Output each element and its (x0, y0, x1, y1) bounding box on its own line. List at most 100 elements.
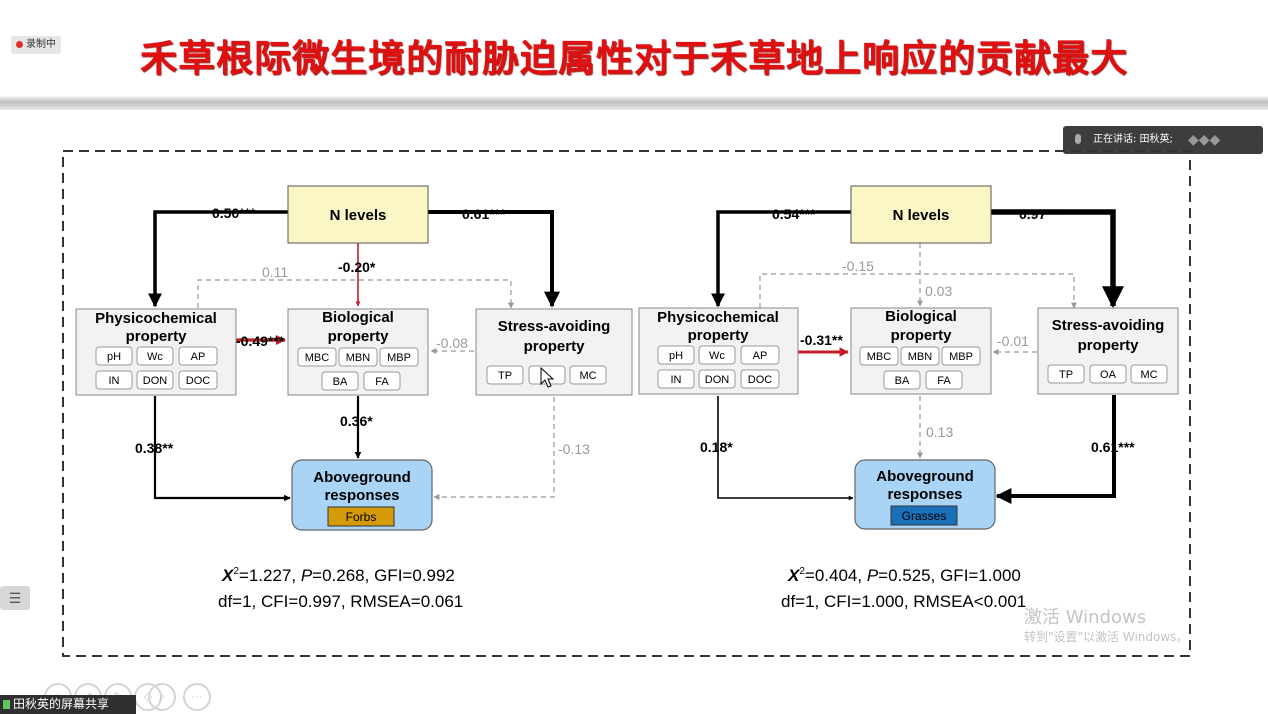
bio-title-1: Biological (322, 309, 394, 326)
var-chip (136, 346, 174, 366)
path-physico-resp (153, 396, 291, 502)
var-tp: TP (498, 370, 512, 382)
var-chip (941, 346, 981, 366)
more-icon[interactable]: ··· (183, 683, 211, 711)
var-chip (363, 371, 401, 391)
n-levels-box (287, 185, 429, 244)
p-value: =0.525, GFI=1.000 (878, 566, 1021, 585)
var-don: DON (705, 374, 730, 386)
p-value: =0.268, GFI=0.992 (312, 566, 455, 585)
var-chip (657, 369, 695, 389)
path-physico-resp (717, 396, 854, 501)
var-chip (925, 370, 963, 390)
forbs-tag-label: Forbs (346, 510, 377, 524)
chi-symbol: X (787, 566, 801, 585)
response-title-2: responses (887, 486, 962, 503)
title-divider (0, 96, 1268, 110)
path-stress-resp (995, 395, 1116, 504)
var-don: DON (143, 375, 168, 387)
coef-physico-stress: 0.11 (262, 264, 288, 280)
response-box (854, 459, 996, 530)
speaker-label: 正在讲话: 田秋英; (1093, 134, 1173, 145)
var-fa: FA (375, 376, 389, 388)
var-chip (657, 345, 695, 365)
var-mbn: MBN (346, 352, 371, 364)
physico-title-2: property (688, 327, 750, 344)
var-mc: MC (1140, 369, 1157, 381)
coef-physico-bio: -0.49*** (236, 333, 285, 349)
var-chip (859, 346, 899, 366)
n-levels-box (850, 185, 992, 244)
var-in: IN (671, 374, 682, 386)
path-physico-stress (197, 279, 514, 309)
coef-physico-stress: -0.15 (842, 258, 874, 274)
var-doc: DOC (748, 374, 773, 386)
var-chip (569, 365, 607, 385)
p-symbol: P (301, 566, 313, 585)
path-stress-resp (433, 397, 555, 500)
share-icon (3, 700, 10, 709)
coef-n-bio: 0.03 (925, 283, 952, 299)
stress-title-1: Stress-avoiding (1052, 317, 1165, 334)
var-chip (178, 346, 218, 366)
fit-stats-line2: df=1, CFI=1.000, RMSEA<0.001 (781, 592, 1026, 611)
var-mbn: MBN (908, 351, 933, 363)
chi-sup: 2 (799, 566, 805, 577)
right-model: N levels Physicochemical property pH Wc … (638, 185, 1179, 611)
var-chip (740, 345, 780, 365)
var-ph: pH (669, 350, 683, 362)
n-levels-label: N levels (893, 207, 950, 224)
fit-stats-line2: df=1, CFI=0.997, RMSEA=0.061 (218, 592, 463, 611)
var-mc: MC (579, 370, 596, 382)
chi-value: =0.404, (805, 566, 867, 585)
chi-sup: 2 (233, 566, 239, 577)
coef-stress-bio: -0.08 (436, 335, 468, 351)
list-icon[interactable]: ☰ (0, 586, 30, 610)
var-chip (698, 345, 736, 365)
bio-title-1: Biological (885, 308, 957, 325)
var-chip (900, 346, 940, 366)
grasses-tag-label: Grasses (902, 509, 947, 523)
stress-title-2: property (524, 338, 586, 355)
response-title-2: responses (324, 487, 399, 504)
stress-title-1: Stress-avoiding (498, 318, 611, 335)
var-doc: DOC (186, 375, 211, 387)
p-symbol: P (867, 566, 879, 585)
physico-title-1: Physicochemical (95, 310, 217, 327)
response-title-1: Aboveground (313, 469, 411, 486)
record-icon (16, 40, 23, 48)
var-mbp: MBP (949, 351, 973, 363)
coef-physico-resp: 0.18* (700, 439, 733, 455)
coef-n-bio: -0.20* (338, 259, 376, 275)
bio-title-2: property (891, 327, 953, 344)
var-chip (698, 369, 736, 389)
recording-label: 录制中 (26, 39, 56, 50)
coef-physico-bio: -0.31** (800, 332, 843, 348)
var-chip (321, 371, 359, 391)
physico-title-2: property (126, 328, 188, 345)
coef-n-physico: 0.54*** (772, 206, 816, 222)
path-n-physico (148, 210, 290, 308)
screen-share-bar[interactable]: 田秋英的屏幕共享 (0, 695, 136, 714)
var-wc: Wc (147, 351, 163, 363)
coef-stress-bio: -0.01 (997, 333, 1029, 349)
var-wc: Wc (709, 350, 725, 362)
speaker-indicator: 正在讲话: 田秋英; ◆◆◆ (1063, 126, 1263, 154)
grasses-tag (890, 505, 958, 526)
audio-level-icon: ◆◆◆ (1188, 132, 1221, 148)
var-chip (1089, 364, 1127, 384)
left-model: N levels Physicochemical property pH Wc … (75, 185, 633, 611)
var-oa: OA (1100, 369, 1117, 381)
stress-title-2: property (1078, 337, 1140, 354)
var-mbc: MBC (867, 351, 892, 363)
coef-n-stress: 0.61*** (462, 206, 506, 222)
coef-n-stress: 0.97*** (1019, 206, 1063, 222)
microphone-icon (1075, 134, 1081, 144)
var-ap: AP (191, 351, 206, 363)
zoom-icon[interactable]: ⌕ (148, 683, 176, 711)
path-physico-stress (759, 273, 1077, 309)
var-fa: FA (937, 375, 951, 387)
recording-badge[interactable]: 录制中 (11, 36, 61, 54)
var-chip (95, 370, 133, 390)
